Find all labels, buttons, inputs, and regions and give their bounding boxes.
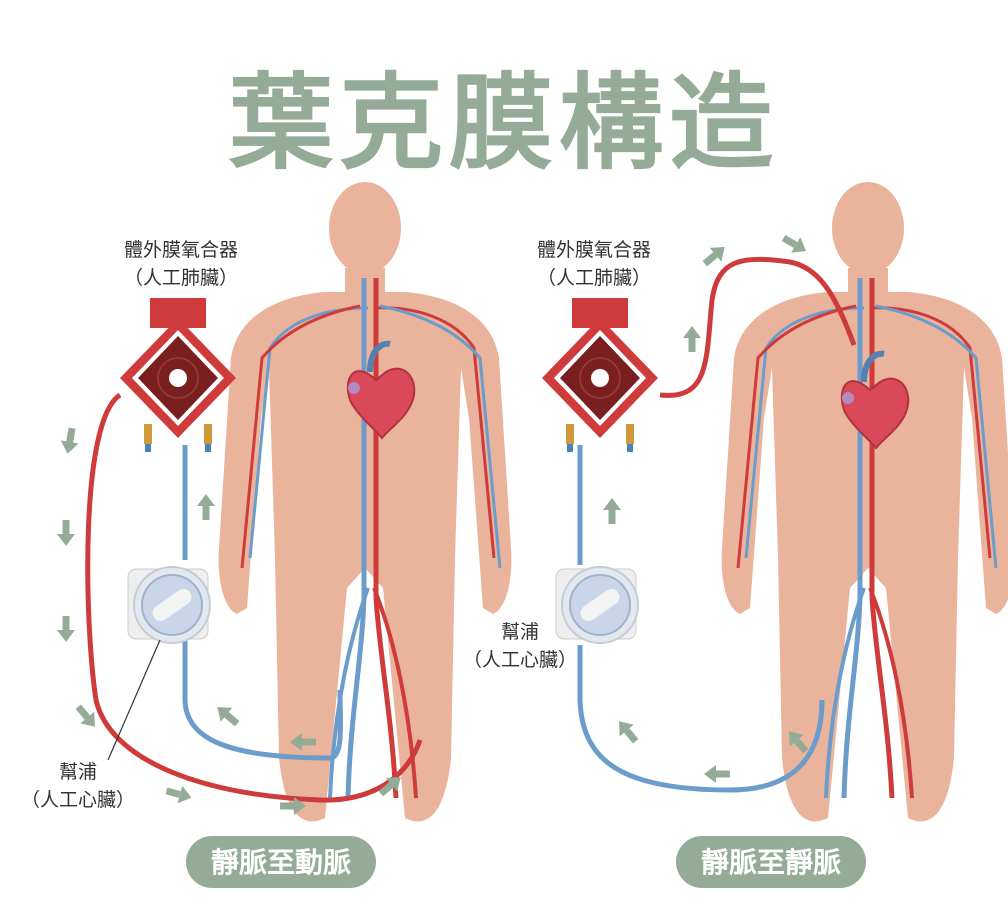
page-title: 葉克膜構造 [228, 62, 779, 184]
right-pump-label-line1: 幫浦 [501, 621, 539, 643]
left-pump-label-line1: 幫浦 [59, 761, 97, 783]
left-venous-drainage-line [182, 445, 344, 761]
left-oxygenator-label-line1: 體外膜氧合器 [124, 239, 238, 261]
left-panel: 體外膜氧合器 （人工肺臟） 幫浦 （人工心臟） 靜脈至動脈 [21, 182, 512, 888]
right-mode-label: 靜脈至靜脈 [701, 846, 841, 879]
right-pump [555, 566, 639, 644]
left-oxygenator-label-line2: （人工肺臟） [124, 267, 238, 289]
right-mode-pill [676, 836, 866, 888]
right-oxygenator [541, 297, 659, 453]
right-pump-label-line2: （人工心臟） [463, 649, 577, 671]
right-venous-drainage-line [577, 445, 825, 793]
left-pump-label-line2: （人工心臟） [21, 789, 135, 811]
right-human-body [721, 182, 1008, 822]
left-arterial-return-line [85, 392, 423, 803]
left-pump-leader-line [107, 639, 161, 761]
left-pump [127, 566, 211, 644]
right-panel: 體外膜氧合器 （人工肺臟） 幫浦 （人工心臟） 靜脈至靜脈 [463, 182, 1008, 888]
right-arterial-return-line [659, 256, 857, 398]
left-mode-pill [186, 836, 376, 888]
right-oxygenator-label-line1: 體外膜氧合器 [537, 239, 651, 261]
right-oxygenator-label-line2: （人工肺臟） [537, 267, 651, 289]
left-oxygenator [119, 297, 237, 453]
left-mode-label: 靜脈至動脈 [211, 846, 351, 879]
